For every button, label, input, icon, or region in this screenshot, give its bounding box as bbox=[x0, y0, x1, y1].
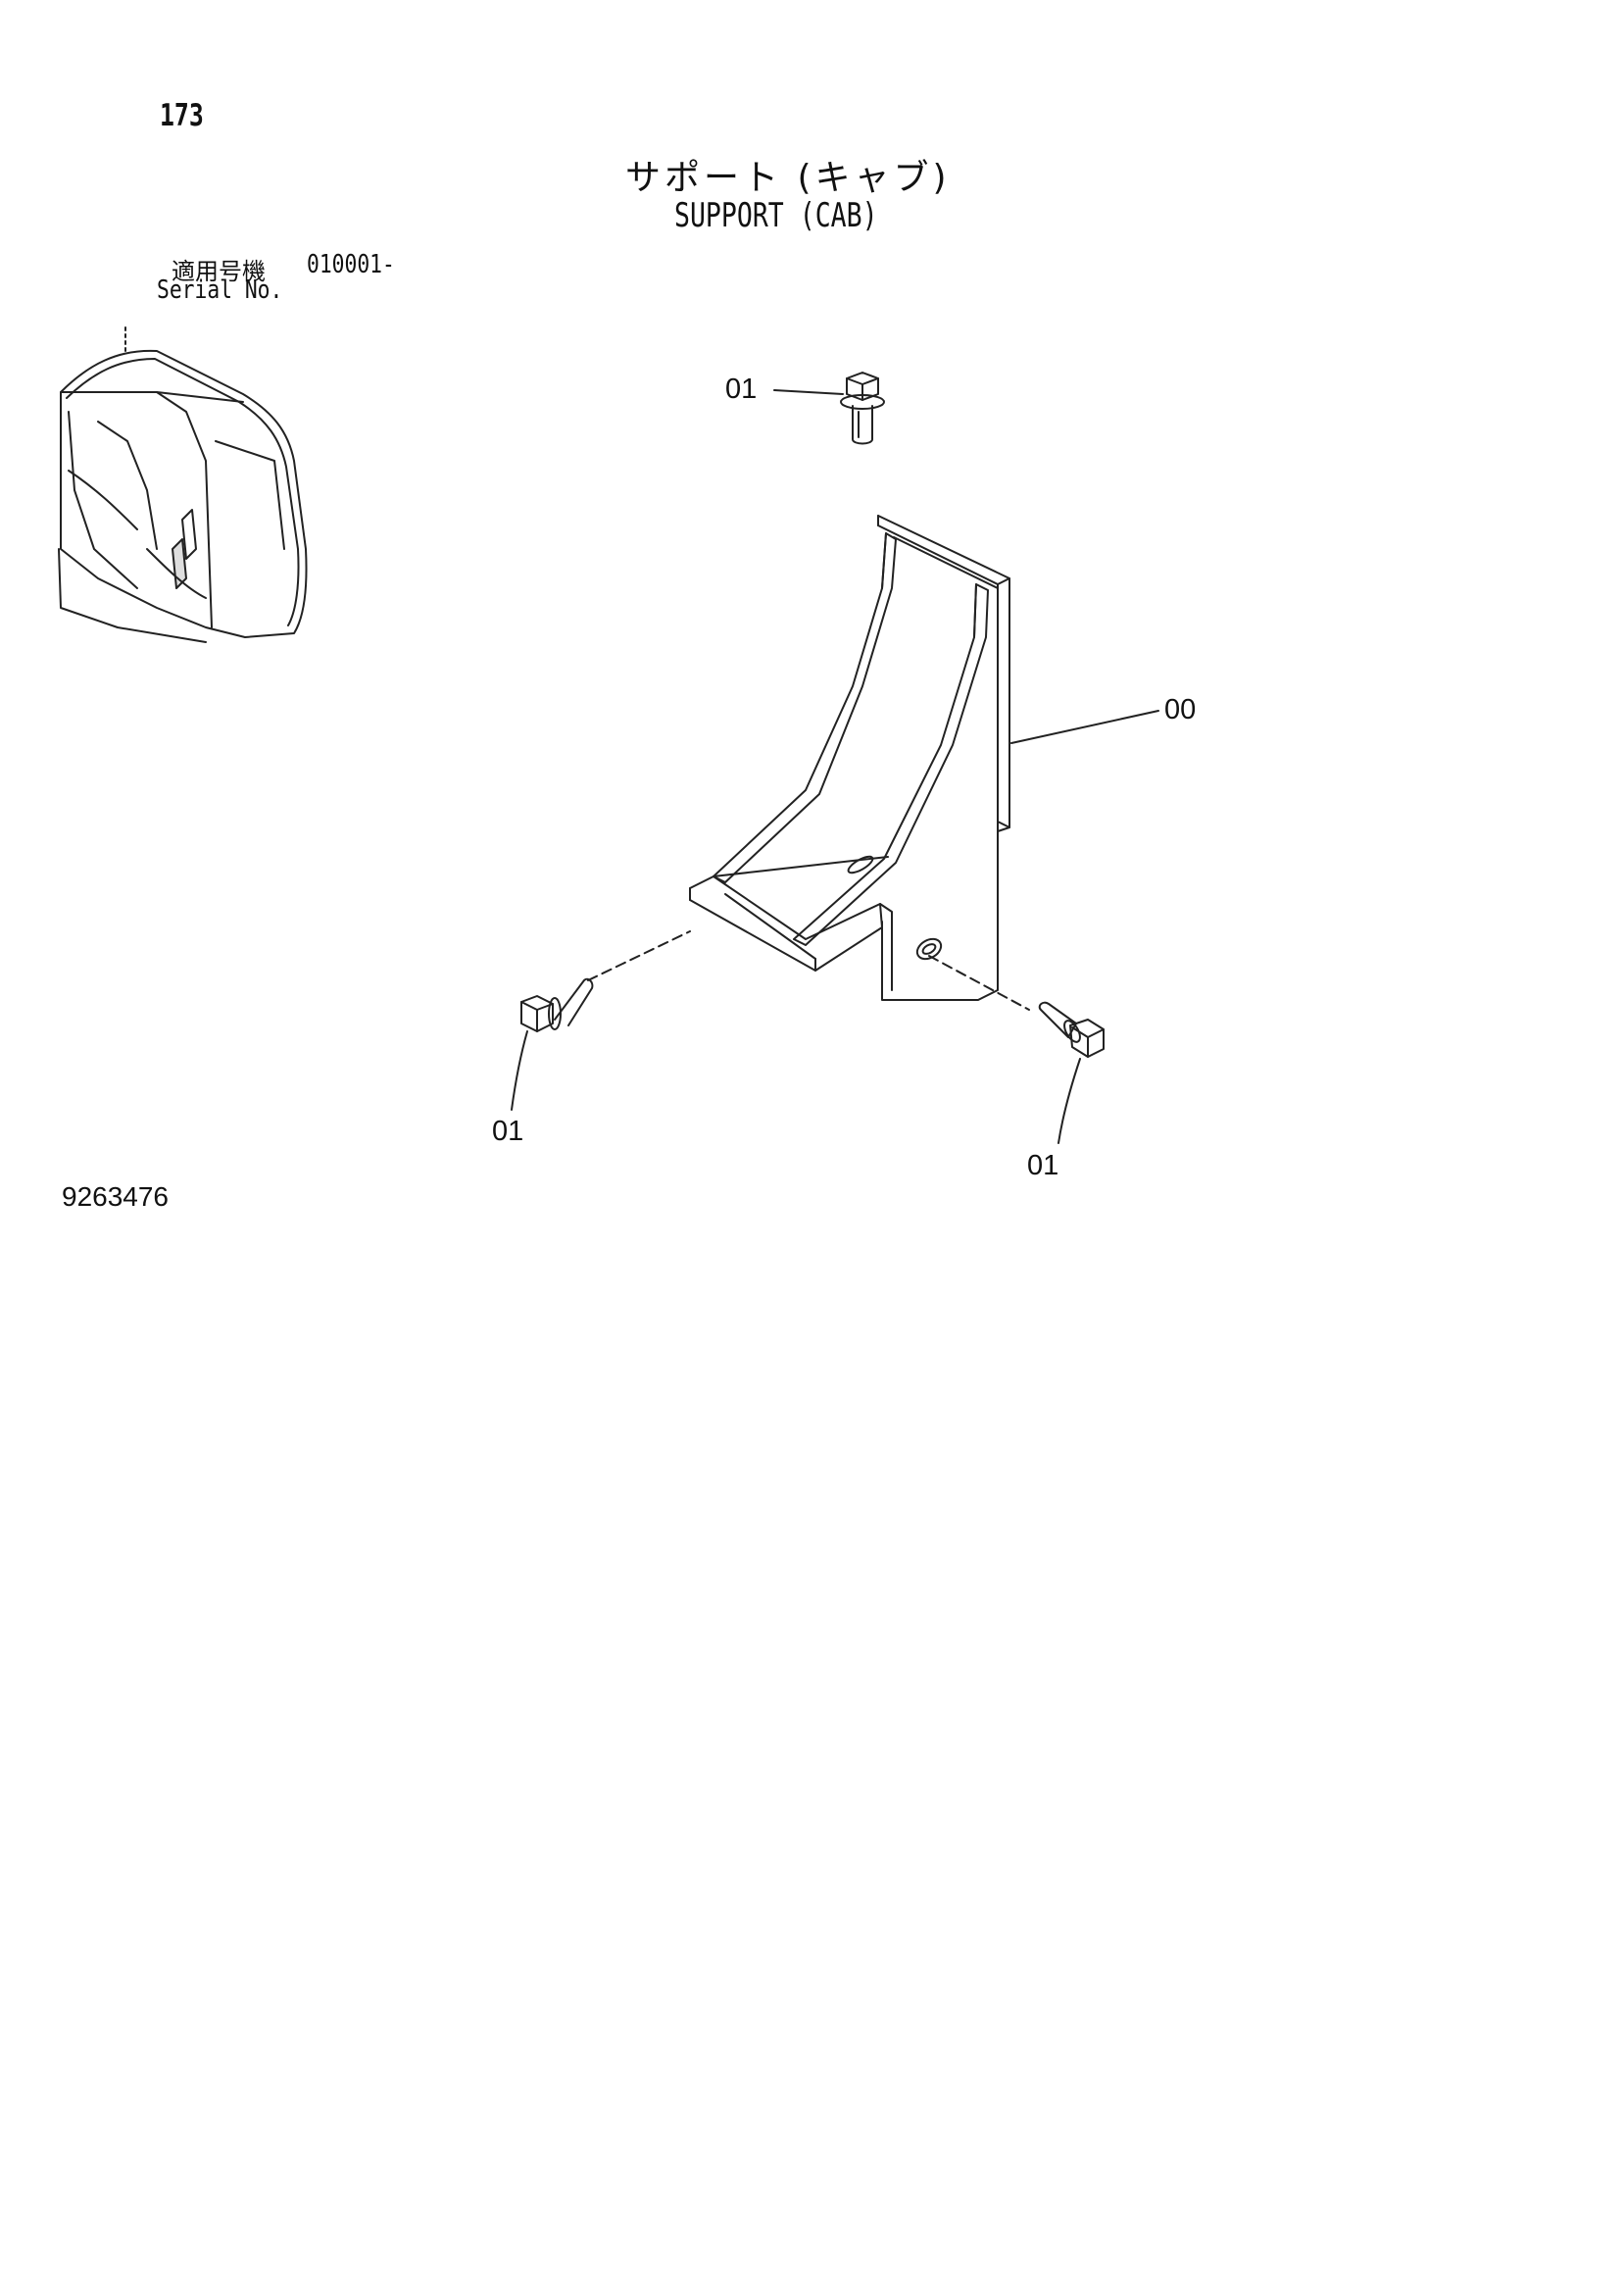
page-title-japanese: サポート (キャブ) bbox=[625, 158, 951, 198]
bolt-icon bbox=[774, 373, 884, 444]
callout-bolt-left: 01 bbox=[492, 1116, 524, 1147]
callout-bolt-right: 01 bbox=[1027, 1150, 1059, 1181]
support-bracket bbox=[690, 516, 1158, 1000]
bolt-icon bbox=[512, 931, 690, 1110]
bolt-icon bbox=[929, 956, 1104, 1143]
drawing-number: 9263476 bbox=[62, 1181, 170, 1212]
serial-label-english: Serial No. bbox=[157, 275, 283, 305]
serial-number-range: 010001- bbox=[307, 250, 395, 279]
callout-bolt-top: 01 bbox=[725, 374, 758, 405]
callout-support: 00 bbox=[1164, 694, 1197, 725]
page-title-english: SUPPORT (CAB) bbox=[674, 196, 878, 235]
page-number: 173 bbox=[160, 98, 204, 133]
cab-locator-icon bbox=[59, 327, 307, 642]
serial-label-japanese: 適用号機 bbox=[172, 258, 266, 285]
